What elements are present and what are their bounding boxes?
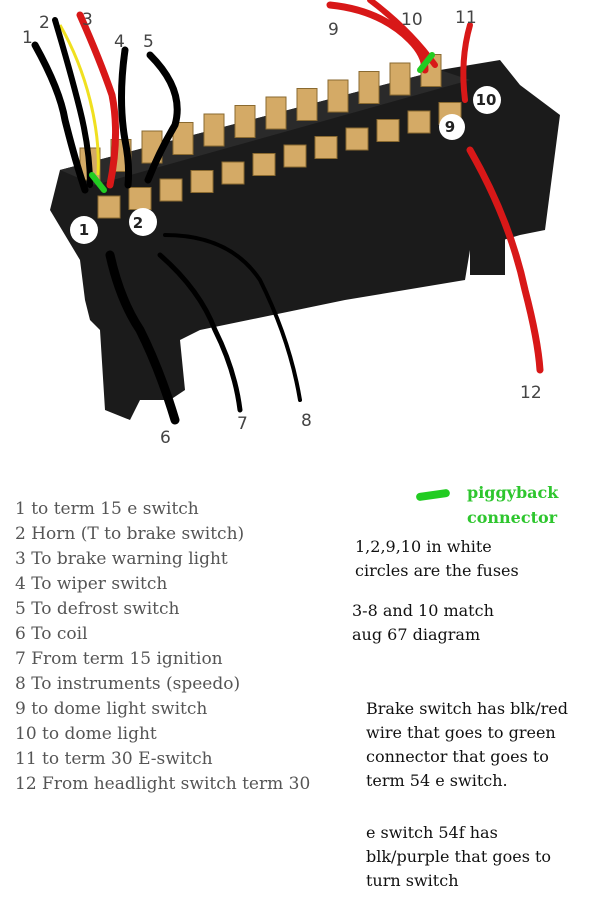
legend-item: 3 To brake warning light	[15, 549, 228, 569]
match-note: 3-8 and 10 match aug 67 diagram	[352, 599, 494, 647]
note-line: turn switch	[366, 871, 459, 890]
e-switch-note: e switch 54f has blk/purple that goes to…	[366, 821, 551, 893]
callout-5: 5	[143, 32, 154, 52]
legend-item: 8 To instruments (speedo)	[15, 674, 241, 694]
wires	[31, 0, 544, 425]
note-line: e switch 54f has	[366, 823, 498, 842]
piggyback-label-line2: connector	[467, 508, 558, 527]
callout-12: 12	[520, 383, 542, 403]
legend-item: 12 From headlight switch term 30	[15, 774, 311, 794]
fuse-label-2: 2	[133, 214, 143, 232]
terminal-clip-lower	[97, 195, 121, 219]
terminal-clip	[172, 122, 194, 155]
terminal-clip	[296, 88, 318, 121]
terminal-clip	[389, 62, 411, 96]
wire-5	[144, 51, 181, 184]
legend-item: 11 to term 30 E-switch	[15, 749, 213, 769]
piggyback-legend-label: piggyback connector	[467, 480, 558, 530]
note-line: 3-8 and 10 match	[352, 601, 494, 620]
callout-8: 8	[301, 411, 312, 431]
wire-11	[460, 22, 473, 103]
callout-10: 10	[401, 10, 423, 30]
wire-7	[157, 252, 243, 413]
terminal-clip	[203, 113, 225, 147]
terminal-clip-lower	[376, 119, 400, 142]
fuse-label-10: 10	[476, 91, 497, 109]
legend-item: 5 To defrost switch	[15, 599, 180, 619]
terminal-clip-lower	[221, 161, 245, 185]
callout-2: 2	[39, 13, 50, 33]
legend-item: 6 To coil	[15, 624, 88, 644]
wire-legend: 1 to term 15 e switch 2 Horn (T to brake…	[15, 497, 310, 797]
wire-1	[31, 41, 89, 194]
legend-item: 4 To wiper switch	[15, 574, 168, 594]
fuse-box-diagram: 1 2 9 10 1 2 3 4 5 6 7 8 9 10 11 12	[22, 0, 560, 448]
fuse-label-9: 9	[445, 118, 455, 136]
piggyback-mark-top	[417, 52, 435, 73]
fuse-circle-1	[70, 216, 98, 244]
terminal-clip-lower	[128, 187, 152, 210]
terminal-clip-lower	[314, 136, 338, 159]
fuse-circles: 1 2 9 10	[70, 86, 501, 244]
note-line: 1,2,9,10 in white	[355, 537, 492, 556]
piggyback-mark-left	[89, 172, 107, 193]
fuse-circle-10	[473, 86, 501, 114]
callout-3: 3	[82, 10, 93, 30]
wire-4	[118, 46, 133, 189]
terminal-clip-lower	[252, 153, 276, 176]
note-line: blk/purple that goes to	[366, 847, 552, 866]
piggyback-legend-mark	[415, 488, 451, 502]
terminal-clip-lower	[190, 170, 214, 193]
wire-2-yellow	[58, 24, 100, 176]
legend-item: 2 Horn (T to brake switch)	[15, 524, 245, 544]
fuse-circle-2	[129, 208, 157, 236]
callout-1: 1	[22, 28, 33, 48]
note-line: circles are the fuses	[355, 561, 519, 580]
fuses-note: 1,2,9,10 in white circles are the fuses	[355, 535, 519, 583]
brake-switch-note: Brake switch has blk/red wire that goes …	[366, 697, 568, 793]
note-line: connector that goes to	[366, 747, 549, 766]
callout-7: 7	[237, 414, 248, 434]
wire-3	[76, 11, 120, 189]
terminal-clip-lower	[345, 127, 369, 151]
note-line: wire that goes to green	[366, 723, 556, 742]
wire-2	[52, 17, 93, 188]
fuse-label-1: 1	[79, 221, 89, 239]
fuse-circle-9	[439, 114, 465, 140]
wire-8	[163, 233, 302, 402]
callout-11: 11	[455, 8, 477, 28]
callout-6: 6	[160, 428, 171, 448]
legend-item: 10 to dome light	[15, 724, 157, 744]
note-line: term 54 e switch.	[366, 771, 508, 790]
piggyback-label-line1: piggyback	[467, 483, 559, 502]
wire-6	[105, 250, 180, 425]
legend-item: 1 to term 15 e switch	[15, 499, 199, 519]
wire-9	[326, 1, 429, 74]
wire-12	[466, 146, 544, 374]
terminal-clip-lower	[283, 144, 307, 168]
callout-9: 9	[328, 20, 339, 40]
note-line: Brake switch has blk/red	[366, 699, 568, 718]
terminal-clip	[234, 105, 256, 138]
note-line: aug 67 diagram	[352, 625, 481, 644]
terminal-clip	[327, 79, 349, 113]
callout-4: 4	[114, 32, 125, 52]
callout-numbers: 1 2 3 4 5 6 7 8 9 10 11 12	[22, 8, 542, 448]
terminal-clip-lower	[407, 110, 431, 134]
terminal-clip	[358, 71, 380, 104]
legend-item: 7 From term 15 ignition	[15, 649, 223, 669]
legend-item: 9 to dome light switch	[15, 699, 208, 719]
terminal-clip-lower	[159, 178, 183, 202]
terminal-clip	[265, 96, 287, 130]
